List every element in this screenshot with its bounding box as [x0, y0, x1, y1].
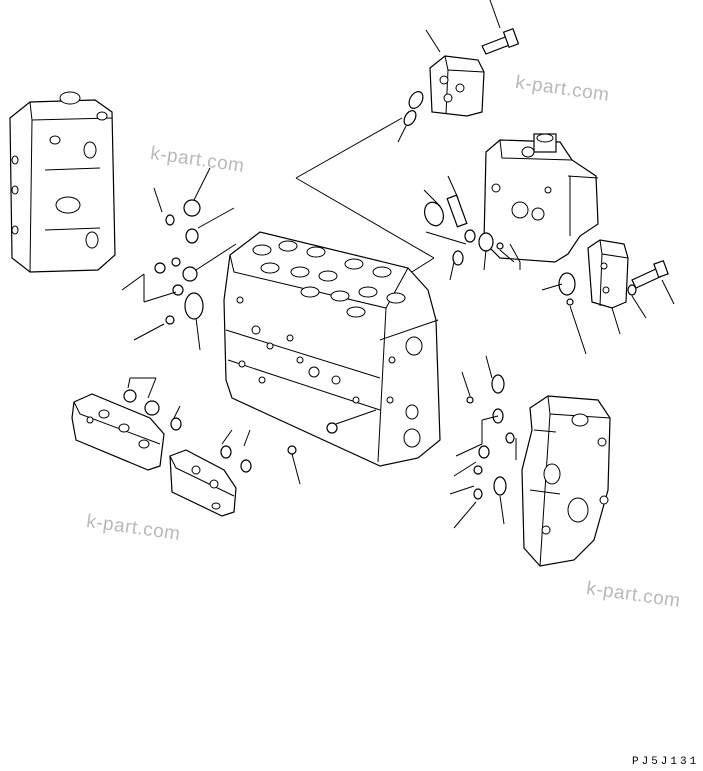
left-section-block	[9, 91, 116, 273]
center-lower-plate	[169, 449, 237, 517]
right-plate	[587, 239, 629, 335]
top-o-rings	[397, 91, 424, 143]
right-valve-body	[483, 133, 599, 270]
right-bolt	[627, 259, 675, 319]
left-seals	[121, 167, 237, 351]
top-cover-block	[425, 29, 485, 117]
right-seals	[423, 175, 587, 355]
top-bolt	[481, 0, 520, 55]
right-lower-seals	[449, 355, 517, 529]
right-lower-valve-body	[521, 395, 611, 567]
main-block-seals	[287, 409, 377, 485]
main-valve-block	[223, 231, 441, 467]
left-lower-seals	[123, 377, 182, 431]
center-lower-seals	[220, 429, 252, 473]
left-lower-plate	[71, 393, 165, 471]
diagram-reference-code: PJ5J131	[632, 756, 700, 768]
